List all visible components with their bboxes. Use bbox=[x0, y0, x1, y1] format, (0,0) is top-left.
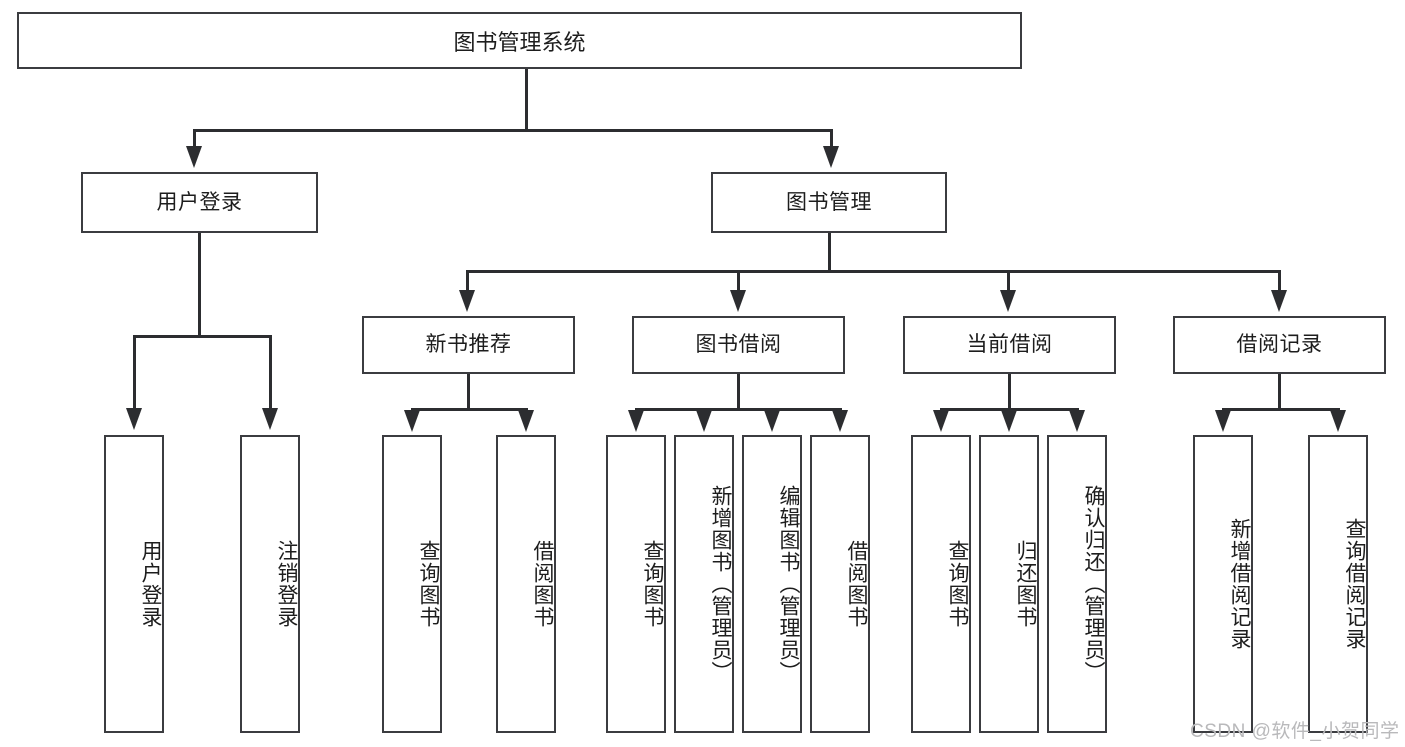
leaf-cb-return-book[interactable]: 归还图书 bbox=[979, 435, 1039, 733]
leaf-cb-confirm-return[interactable]: 确认归还（管理员） bbox=[1047, 435, 1107, 733]
arrow-to-book-borrow bbox=[730, 290, 746, 312]
arrow-to-nb-query-book bbox=[404, 410, 420, 432]
node-label: 确认归还（管理员） bbox=[1082, 485, 1105, 683]
leaf-nb-borrow-book[interactable]: 借阅图书 bbox=[496, 435, 556, 733]
node-root-system[interactable]: 图书管理系统 bbox=[17, 12, 1022, 69]
node-label: 用户登录 bbox=[139, 540, 162, 628]
leaf-nb-query-book[interactable]: 查询图书 bbox=[382, 435, 442, 733]
leaf-cb-query-book[interactable]: 查询图书 bbox=[911, 435, 971, 733]
node-book-manage[interactable]: 图书管理 bbox=[711, 172, 947, 233]
connector-user-login-stem bbox=[198, 233, 201, 337]
node-label: 新增借阅记录 bbox=[1228, 518, 1251, 650]
connector-user-login-bar bbox=[133, 335, 271, 338]
arrow-to-cb-return-book bbox=[1001, 410, 1017, 432]
arrow-to-bb-edit-book bbox=[764, 410, 780, 432]
connector-level2-bar bbox=[466, 270, 1280, 273]
csdn-watermark: CSDN @软件_小贺同学 bbox=[1190, 721, 1400, 742]
arrow-to-nb-borrow-book bbox=[518, 410, 534, 432]
node-label: 借阅图书 bbox=[531, 540, 554, 628]
arrow-to-leaf-logout bbox=[262, 408, 278, 430]
arrow-to-cb-confirm-return bbox=[1069, 410, 1085, 432]
node-label: 编辑图书（管理员） bbox=[777, 485, 800, 683]
leaf-bb-add-book[interactable]: 新增图书（管理员） bbox=[674, 435, 734, 733]
node-label: 当前借阅 bbox=[966, 333, 1053, 357]
connector-root-stem bbox=[525, 69, 528, 131]
node-label: 查询图书 bbox=[417, 540, 440, 628]
leaf-user-login[interactable]: 用户登录 bbox=[104, 435, 164, 733]
connector-book-borrow-stem bbox=[737, 374, 740, 410]
leaf-br-query-record[interactable]: 查询借阅记录 bbox=[1308, 435, 1368, 733]
leaf-bb-query-book[interactable]: 查询图书 bbox=[606, 435, 666, 733]
arrow-to-new-book-recommend bbox=[459, 290, 475, 312]
node-book-borrow[interactable]: 图书借阅 bbox=[632, 316, 845, 374]
node-label: 新增图书（管理员） bbox=[709, 485, 732, 683]
node-user-login[interactable]: 用户登录 bbox=[81, 172, 318, 233]
connector-book-manage-stem bbox=[828, 233, 831, 272]
node-label: 图书管理系统 bbox=[453, 29, 586, 55]
node-new-book-recommend[interactable]: 新书推荐 bbox=[362, 316, 575, 374]
node-label: 注销登录 bbox=[275, 540, 298, 628]
arrow-to-leaf-user-login bbox=[126, 408, 142, 430]
connector-drop-book-manage bbox=[830, 129, 833, 151]
connector-book-borrow-bar bbox=[635, 408, 842, 411]
node-label: 归还图书 bbox=[1014, 540, 1037, 628]
leaf-br-add-record[interactable]: 新增借阅记录 bbox=[1193, 435, 1253, 733]
node-label: 查询图书 bbox=[641, 540, 664, 628]
node-label: 图书借阅 bbox=[695, 333, 782, 357]
arrow-to-cb-query-book bbox=[933, 410, 949, 432]
connector-drop-user-login bbox=[193, 129, 196, 151]
arrow-to-br-query-record bbox=[1330, 410, 1346, 432]
arrow-to-book-manage bbox=[823, 146, 839, 168]
node-label: 借阅记录 bbox=[1236, 333, 1323, 357]
leaf-logout[interactable]: 注销登录 bbox=[240, 435, 300, 733]
connector-current-borrow-stem bbox=[1008, 374, 1011, 410]
connector-drop-leaf-logout bbox=[269, 335, 272, 413]
arrow-to-bb-add-book bbox=[696, 410, 712, 432]
leaf-bb-borrow-book[interactable]: 借阅图书 bbox=[810, 435, 870, 733]
node-label: 图书管理 bbox=[786, 190, 872, 214]
connector-borrow-record-stem bbox=[1278, 374, 1281, 410]
connector-drop-book-borrow bbox=[737, 270, 740, 294]
node-label: 查询借阅记录 bbox=[1343, 518, 1366, 650]
node-label: 查询图书 bbox=[946, 540, 969, 628]
arrow-to-bb-query-book bbox=[628, 410, 644, 432]
node-label: 新书推荐 bbox=[425, 333, 512, 357]
connector-borrow-record-bar bbox=[1222, 408, 1339, 411]
node-label: 借阅图书 bbox=[845, 540, 868, 628]
connector-level1-bar bbox=[193, 129, 833, 132]
leaf-bb-edit-book[interactable]: 编辑图书（管理员） bbox=[742, 435, 802, 733]
arrow-to-borrow-record bbox=[1271, 290, 1287, 312]
node-current-borrow[interactable]: 当前借阅 bbox=[903, 316, 1116, 374]
connector-drop-current-borrow bbox=[1007, 270, 1010, 294]
arrow-to-br-add-record bbox=[1215, 410, 1231, 432]
connector-drop-borrow-record bbox=[1278, 270, 1281, 294]
connector-drop-leaf-user-login bbox=[133, 335, 136, 413]
connector-new-book-bar bbox=[411, 408, 527, 411]
node-label: 用户登录 bbox=[156, 190, 243, 214]
connector-drop-new-book bbox=[466, 270, 469, 294]
arrow-to-current-borrow bbox=[1000, 290, 1016, 312]
arrow-to-user-login bbox=[186, 146, 202, 168]
arrow-to-bb-borrow-book bbox=[832, 410, 848, 432]
connector-new-book-stem bbox=[467, 374, 470, 410]
node-borrow-record[interactable]: 借阅记录 bbox=[1173, 316, 1386, 374]
